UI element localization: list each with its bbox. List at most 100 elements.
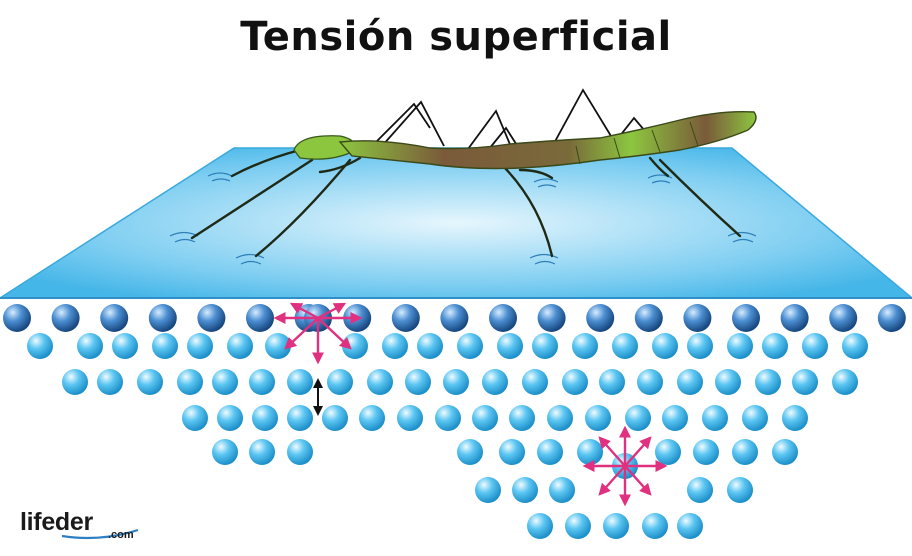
bulk-molecule: [625, 405, 651, 431]
logo-swoosh-icon: [61, 528, 139, 540]
bulk-molecule: [342, 333, 368, 359]
molecules-group: [3, 304, 906, 539]
bulk-molecule: [577, 439, 603, 465]
bulk-molecule: [585, 405, 611, 431]
bulk-molecule: [782, 405, 808, 431]
surface-molecule: [537, 304, 566, 332]
bulk-molecule: [77, 333, 103, 359]
surface-molecule: [489, 304, 517, 332]
bulk-molecule: [652, 333, 678, 359]
bulk-molecule: [532, 333, 558, 359]
surface-molecule: [683, 304, 712, 332]
bulk-molecule: [727, 333, 753, 359]
water-strider-insect: [190, 88, 757, 258]
bulk-molecule: [62, 369, 88, 395]
surface-molecule: [732, 304, 760, 332]
surface-molecule: [829, 304, 858, 332]
bulk-molecule: [527, 513, 553, 539]
bulk-molecule: [732, 439, 758, 465]
bulk-molecule: [599, 369, 625, 395]
surface-molecule: [634, 304, 663, 332]
bulk-molecule: [137, 369, 163, 395]
surface-molecule: [197, 304, 226, 332]
bulk-molecule: [512, 477, 538, 503]
bulk-molecule: [249, 369, 275, 395]
bulk-molecule: [677, 369, 703, 395]
bulk-molecule: [612, 333, 638, 359]
bulk-molecule: [662, 405, 688, 431]
surface-molecule: [51, 304, 80, 332]
bulk-molecule: [693, 439, 719, 465]
surface-molecule: [3, 304, 31, 332]
bulk-molecule: [217, 405, 243, 431]
surface-molecule: [877, 304, 906, 332]
bulk-molecule: [562, 369, 588, 395]
bulk-molecule: [327, 369, 353, 395]
logo-text: lifeder: [20, 508, 93, 536]
lifeder-logo: lifeder .com: [20, 508, 139, 541]
bulk-molecule: [792, 369, 818, 395]
bulk-molecule: [509, 405, 535, 431]
bulk-molecule: [187, 333, 213, 359]
bulk-molecule: [762, 333, 788, 359]
bulk-molecule: [405, 369, 431, 395]
bulk-molecule: [642, 513, 668, 539]
bulk-molecule: [212, 369, 238, 395]
bulk-molecule: [715, 369, 741, 395]
bulk-molecule: [212, 439, 238, 465]
surface-molecule: [100, 304, 129, 332]
bulk-molecule: [537, 439, 563, 465]
bulk-molecule: [182, 405, 208, 431]
bulk-molecule: [842, 333, 868, 359]
bulk-molecule: [637, 369, 663, 395]
surface-molecule: [148, 304, 177, 332]
bulk-molecule: [832, 369, 858, 395]
bulk-molecule: [572, 333, 598, 359]
bulk-molecule: [755, 369, 781, 395]
bulk-molecule: [687, 477, 713, 503]
bulk-molecule: [677, 513, 703, 539]
bulk-molecule: [475, 477, 501, 503]
surface-molecule: [391, 304, 420, 332]
surface-molecule: [440, 304, 469, 332]
bulk-molecule: [457, 439, 483, 465]
diagram-title: Tensión superficial: [240, 14, 672, 60]
bulk-molecule: [702, 405, 728, 431]
bulk-molecule: [547, 405, 573, 431]
bulk-molecule: [655, 439, 681, 465]
bulk-molecule: [443, 369, 469, 395]
water-surface: [0, 147, 912, 299]
bulk-molecule: [177, 369, 203, 395]
bulk-molecule: [382, 333, 408, 359]
ripple-icon: [169, 172, 757, 265]
bulk-molecule: [565, 513, 591, 539]
bulk-molecule: [417, 333, 443, 359]
bulk-molecule: [397, 405, 423, 431]
logo-suffix: .com: [108, 529, 134, 541]
bulk-molecule: [435, 405, 461, 431]
bulk-molecule: [112, 333, 138, 359]
bulk-molecule: [727, 477, 753, 503]
bulk-molecule: [152, 333, 178, 359]
bulk-molecule: [482, 369, 508, 395]
bulk-molecule: [287, 369, 313, 395]
bulk-molecule: [687, 333, 713, 359]
surface-molecule: [246, 304, 274, 332]
bulk-molecule: [742, 405, 768, 431]
bulk-molecule: [322, 405, 348, 431]
bulk-molecule: [499, 439, 525, 465]
bulk-molecule: [227, 333, 253, 359]
bulk-molecule: [549, 477, 575, 503]
bulk-molecule: [27, 333, 53, 359]
surface-molecule: [586, 304, 615, 332]
bulk-molecule: [457, 333, 483, 359]
bulk-molecule: [287, 439, 313, 465]
bulk-molecule: [472, 405, 498, 431]
bulk-molecule: [603, 513, 629, 539]
bulk-molecule: [802, 333, 828, 359]
bulk-molecule: [287, 405, 313, 431]
bulk-molecule: [249, 439, 275, 465]
bulk-molecule: [97, 369, 123, 395]
bulk-molecule: [497, 333, 523, 359]
